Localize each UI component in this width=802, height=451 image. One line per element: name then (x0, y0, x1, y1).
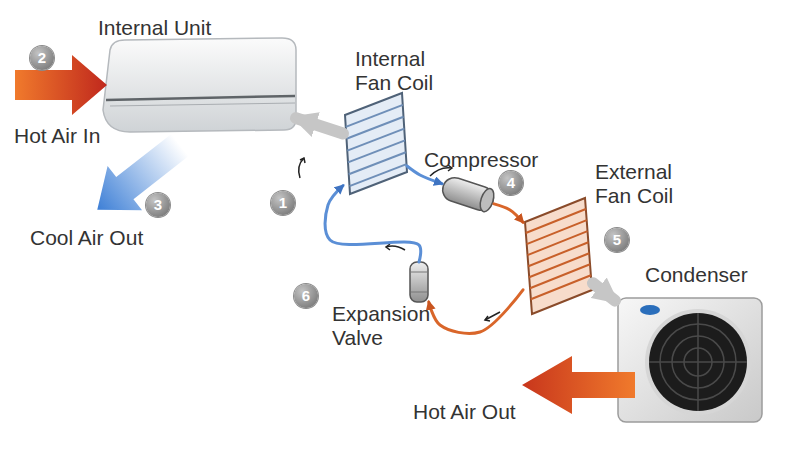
outdoor-unit-body (618, 298, 762, 422)
airflow-label: Hot Air In (14, 124, 100, 148)
refrigerant-pipe (325, 186, 421, 262)
refrigerant-pipe (429, 290, 523, 334)
airflow-arrow (296, 118, 343, 133)
callout-number: 2 (30, 46, 54, 70)
compressor: Compressor (442, 178, 494, 210)
external-fan-coil: External Fan Coil (523, 198, 593, 313)
indoor-unit-body (103, 38, 296, 132)
airflow-arrow (593, 283, 615, 300)
flow-direction-marks (299, 158, 500, 321)
component-label: Internal Unit (98, 16, 268, 40)
internal-fan-coil: Internal Fan Coil (343, 95, 407, 193)
compressor-body (440, 175, 497, 214)
indoor-coil (345, 93, 407, 194)
indoor-unit: Internal Unit (100, 40, 296, 132)
refrigerant-pipe (494, 204, 523, 222)
hot-air-arrow (15, 55, 107, 115)
callout-number: 4 (499, 171, 523, 195)
expansion-valve: Expansion Valve (408, 262, 430, 302)
condenser-unit: Condenser (615, 296, 765, 424)
component-label: External Fan Coil (595, 160, 695, 208)
callout-number: 5 (605, 228, 629, 252)
component-label: Compressor (424, 148, 559, 172)
component-label: Condenser (645, 263, 780, 287)
valve-body (410, 262, 428, 302)
airflow-label: Cool Air Out (30, 226, 143, 250)
outdoor-coil (525, 198, 592, 314)
component-label: Internal Fan Coil (355, 47, 453, 95)
hot-air-arrow (522, 356, 635, 414)
callout-number: 3 (146, 193, 170, 217)
callout-number: 6 (294, 284, 318, 308)
component-label: Expansion Valve (332, 302, 437, 350)
callout-number: 1 (271, 191, 295, 215)
airflow-label: Hot Air Out (413, 400, 516, 424)
